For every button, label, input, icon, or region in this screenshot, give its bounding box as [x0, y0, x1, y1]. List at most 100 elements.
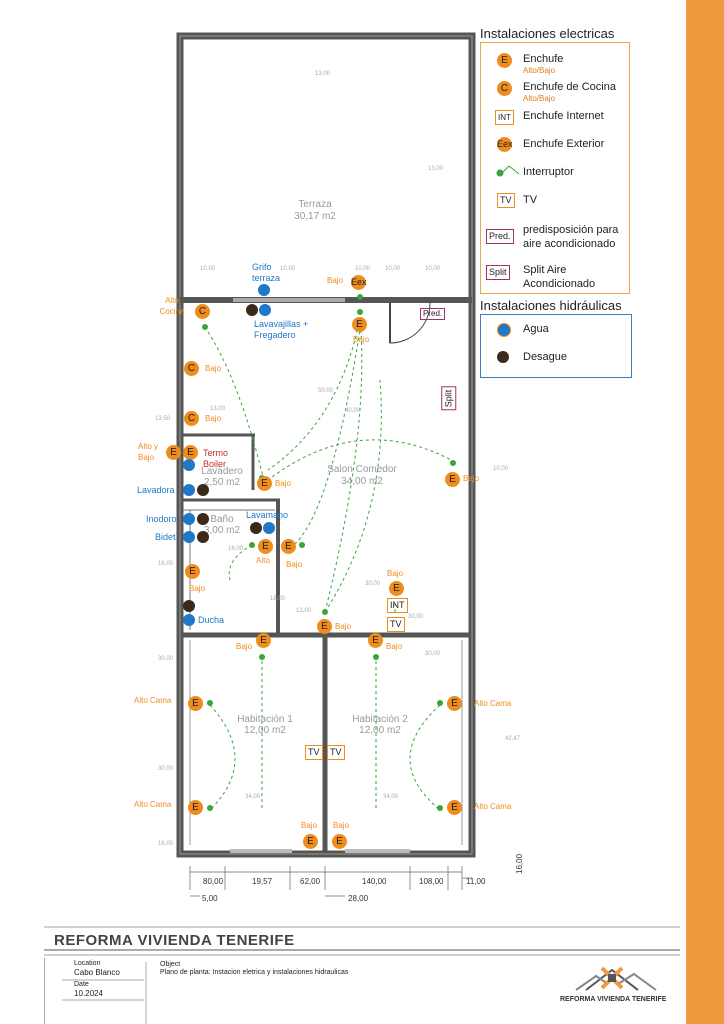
socket-hab1-alto-cama-2: E — [188, 800, 203, 815]
tv-box-salon: TV — [387, 617, 405, 632]
socket-bajo-terraza: E — [352, 317, 367, 332]
legend-item-tv: TV — [523, 194, 538, 206]
label-grifo-terraza: Grifo terraza — [252, 262, 281, 283]
int-box: INT — [387, 598, 408, 613]
room-terraza-area: 30,17 m2 — [294, 211, 336, 222]
object-value: Plano de planta: Instacion eletrica y in… — [160, 969, 349, 976]
tv-box-hab1: TV — [305, 745, 323, 760]
legend-item-pred: predisposición para aire acondicionado — [523, 224, 619, 250]
socket-hall-center: E — [317, 619, 332, 634]
dim-3: 62,00 — [300, 877, 321, 886]
drain-ducha — [183, 600, 195, 612]
label-bidet: Bidet — [155, 532, 176, 542]
socket-salon-bottom: E — [389, 581, 404, 596]
drain-lavamano — [250, 522, 262, 534]
water-ducha — [183, 614, 195, 626]
label-alto-y-bajo: Alto y Bajo — [138, 442, 159, 462]
svg-text:13,50: 13,50 — [155, 416, 171, 422]
dim-9: 16,00 — [515, 853, 524, 874]
socket-alto-y-bajo-1: E — [166, 445, 181, 460]
svg-text:13,00: 13,00 — [315, 71, 331, 77]
label-alto-cama-hab2-1: Alto Cama — [474, 699, 512, 708]
label-bajo-bano: Bajo — [286, 560, 303, 569]
label-bajo-hall: Bajo — [335, 622, 352, 631]
legend-electric-title: Instalaciones electricas — [480, 26, 615, 41]
label-inodoro: Inodoro — [146, 514, 177, 524]
svg-text:10,00: 10,00 — [425, 266, 441, 272]
socket-hab2-bajo: E — [368, 633, 383, 648]
dim-5: 108,00 — [419, 877, 444, 886]
logo-text: REFORMA VIVIENDA TENERIFE — [560, 996, 667, 1003]
split-box: Split — [441, 386, 457, 411]
legend-sub: Alto/Bajo — [523, 66, 556, 75]
legend-kitchen-socket-icon: C — [497, 81, 512, 96]
room-lavadero-name: Lavadero — [201, 466, 243, 477]
orange-side-bar — [686, 0, 724, 1024]
socket-hab1-bottom: E — [303, 834, 318, 849]
socket-bano-left: E — [185, 564, 200, 579]
kitchen-socket-2: C — [184, 361, 199, 376]
legend-item-agua: Agua — [523, 323, 549, 335]
water-grifo-terraza — [258, 284, 270, 296]
svg-text:10,00: 10,00 — [280, 266, 296, 272]
dim-8: 28,00 — [348, 894, 369, 903]
kitchen-socket-1: C — [195, 304, 210, 319]
label-bajo-c3: Bajo — [205, 414, 222, 423]
socket-salon-left: E — [257, 476, 272, 491]
legend-split-icon: Split — [486, 265, 510, 280]
socket-hab2-alto-cama-1: E — [447, 696, 462, 711]
label-ducha: Ducha — [198, 615, 225, 625]
svg-text:50,00: 50,00 — [318, 388, 334, 394]
svg-text:10,00: 10,00 — [385, 266, 401, 272]
drain-bidet — [197, 531, 209, 543]
svg-text:13,00: 13,00 — [210, 406, 226, 412]
label-bajo-salon-bottom: Bajo — [387, 569, 404, 578]
legend-int-icon: INT — [495, 110, 514, 125]
socket-bano-alto: E — [258, 539, 273, 554]
svg-text:10,00: 10,00 — [493, 466, 509, 472]
object-label: Object — [160, 961, 181, 968]
label-bajo-hab1: Bajo — [236, 642, 253, 651]
room-hab2-name: Habitación 2 — [352, 714, 408, 725]
room-labels: Terraza 30,17 m2 Salon Comedor 34,00 m2 … — [201, 199, 408, 736]
drain-lavadora — [197, 484, 209, 496]
label-bajo-hab2: Bajo — [386, 642, 403, 651]
legend-pred-icon: Pred. — [486, 229, 514, 244]
svg-text:13,00: 13,00 — [428, 166, 444, 172]
dim-7: 5,00 — [202, 894, 218, 903]
svg-text:42,47: 42,47 — [505, 736, 521, 742]
water-bidet — [183, 531, 195, 543]
label-lavadora: Lavadora — [137, 485, 175, 495]
socket-eex: Eex — [351, 275, 367, 290]
svg-text:10,00: 10,00 — [355, 266, 371, 272]
room-salon-area: 34,00 m2 — [341, 476, 383, 487]
room-bano-name: Baño — [210, 514, 234, 525]
drain-inodoro — [197, 513, 209, 525]
room-bano-area: 3,00 m2 — [204, 525, 241, 536]
room-lavadero-area: 2,50 m2 — [204, 477, 241, 488]
label-alto-cama-hab1-2: Alto Cama — [134, 800, 172, 809]
svg-text:34,00: 34,00 — [383, 794, 399, 800]
legend-hydraulic-box: Agua Desague — [480, 314, 632, 378]
label-bajo-c2: Bajo — [205, 364, 222, 373]
dim-4: 140,00 — [362, 877, 387, 886]
legend-switch-icon — [496, 165, 520, 177]
label-lavamano: Lavamano — [246, 510, 289, 520]
legend-item-exterior: Enchufe Exterior — [523, 138, 605, 150]
svg-text:16,00: 16,00 — [158, 841, 174, 847]
dim-6: 11,00 — [466, 877, 486, 886]
label-bajo-hab2-bottom: Bajo — [333, 821, 350, 830]
room-hab2-area: 12,00 m2 — [359, 725, 401, 736]
location-value: Cabo Blanco — [74, 968, 120, 977]
kitchen-socket-3: C — [184, 411, 199, 426]
legend-hydraulic-title: Instalaciones hidráulicas — [480, 298, 622, 313]
label-bajo-hab1-bottom: Bajo — [301, 821, 318, 830]
legend-label: Enchufe de Cocina — [523, 81, 616, 93]
dim-1: 80,00 — [203, 877, 224, 886]
svg-text:16,00: 16,00 — [228, 546, 244, 552]
legend-tv-icon: TV — [497, 193, 515, 208]
socket-hab1-alto-cama-1: E — [188, 696, 203, 711]
room-hab1-area: 12,00 m2 — [244, 725, 286, 736]
